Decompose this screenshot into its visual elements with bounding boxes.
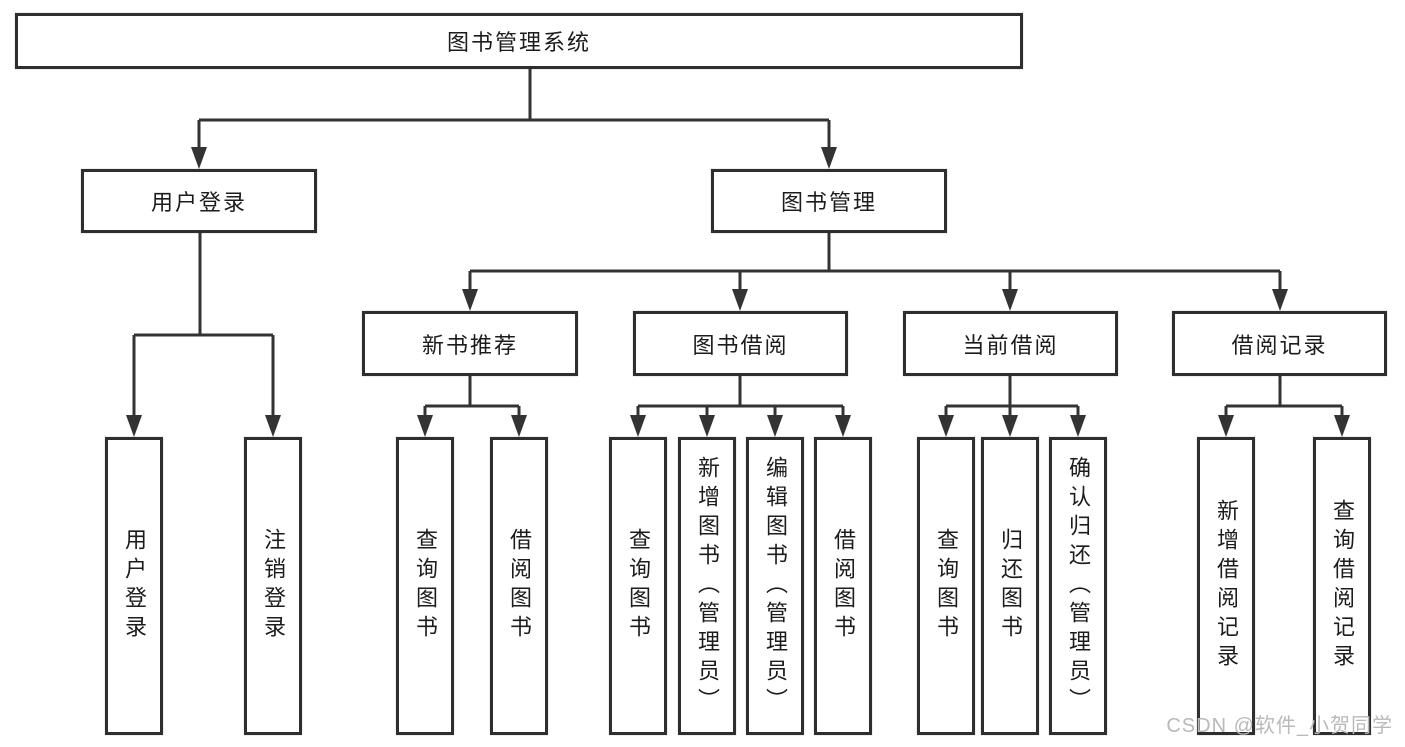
leaf-label: 查询图书 <box>413 528 438 644</box>
node-label: 用户登录 <box>150 190 247 215</box>
leaf-label: 用户登录 <box>122 528 147 644</box>
node-label: 图书管理系统 <box>446 30 591 55</box>
node-current-borrow: 当前借阅 <box>903 311 1118 376</box>
edge-root-to-level2 <box>191 69 837 169</box>
node-user-login: 用户登录 <box>81 169 317 233</box>
leaf-label: 查询图书 <box>934 528 959 644</box>
leaf-newrec-borrow-books: 借阅图书 <box>490 437 548 735</box>
leaf-label: 新增借阅记录 <box>1214 499 1239 673</box>
node-label: 图书借阅 <box>692 332 789 358</box>
node-label: 借阅记录 <box>1231 332 1328 358</box>
leaf-label: 编辑图书（管理员） <box>763 455 788 717</box>
edge-user-login-children <box>126 233 281 437</box>
node-new-book-recommend: 新书推荐 <box>362 311 578 376</box>
leaf-label: 确认归还（管理员） <box>1066 455 1091 717</box>
leaf-current-query-books: 查询图书 <box>917 437 975 735</box>
leaf-borrow-borrow-books: 借阅图书 <box>814 437 872 735</box>
node-borrow-records: 借阅记录 <box>1172 311 1387 376</box>
leaf-label: 归还图书 <box>998 528 1023 644</box>
node-label: 图书管理 <box>780 190 877 215</box>
edge-borrow-records-children <box>1218 376 1350 437</box>
leaf-records-add-record: 新增借阅记录 <box>1197 437 1255 735</box>
leaf-label: 查询借阅记录 <box>1330 499 1355 673</box>
node-label: 当前借阅 <box>962 332 1059 358</box>
leaf-logout: 注销登录 <box>244 437 302 735</box>
leaf-current-return-books: 归还图书 <box>981 437 1039 735</box>
csdn-watermark: CSDN @软件_小贺同学 <box>1166 715 1393 737</box>
leaf-label: 新增图书（管理员） <box>695 455 720 717</box>
leaf-label: 借阅图书 <box>831 528 856 644</box>
node-label: 新书推荐 <box>421 332 518 358</box>
leaf-label: 查询图书 <box>626 528 651 644</box>
edge-book-management-children <box>462 233 1288 311</box>
node-book-borrow: 图书借阅 <box>633 311 848 376</box>
edge-book-borrow-children <box>630 376 851 437</box>
edge-current-borrow-children <box>938 376 1086 437</box>
leaf-user-login: 用户登录 <box>105 437 163 735</box>
leaf-borrow-add-books-admin: 新增图书（管理员） <box>678 437 736 735</box>
leaf-label: 借阅图书 <box>507 528 532 644</box>
node-root-library-system: 图书管理系统 <box>15 13 1023 69</box>
leaf-current-confirm-return-admin: 确认归还（管理员） <box>1049 437 1107 735</box>
leaf-newrec-query-books: 查询图书 <box>396 437 454 735</box>
leaf-records-query-record: 查询借阅记录 <box>1313 437 1371 735</box>
leaf-label: 注销登录 <box>261 528 286 644</box>
leaf-borrow-edit-books-admin: 编辑图书（管理员） <box>746 437 804 735</box>
leaf-borrow-query-books: 查询图书 <box>609 437 667 735</box>
node-book-management: 图书管理 <box>711 169 947 233</box>
edge-new-book-recommend-children <box>417 376 527 437</box>
